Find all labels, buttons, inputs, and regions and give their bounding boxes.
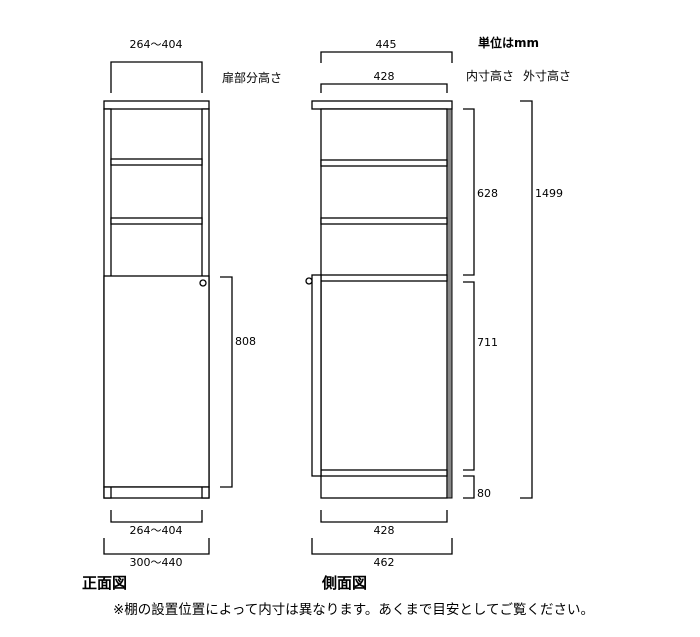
side-bottom-inner-depth: 428 [374, 524, 395, 537]
front-view-title: 正面図 [82, 574, 127, 592]
unit-label: 単位はmm [478, 35, 539, 50]
side-top-depth: 445 [376, 38, 397, 51]
side-body [320, 108, 448, 499]
door-height-label: 扉部分高さ [222, 70, 282, 85]
front-outer-width-bracket [103, 538, 210, 555]
side-bottom-outer-depth-bracket [311, 538, 453, 555]
side-middle-board [320, 274, 448, 282]
outer-height: 1499 [535, 187, 563, 200]
front-outer-width: 300〜440 [130, 556, 183, 569]
side-bottom-board [320, 469, 448, 477]
side-door-edge [311, 274, 322, 477]
door-knob-icon [199, 279, 207, 287]
front-top-board [103, 100, 210, 110]
side-back-panel [446, 108, 453, 499]
outer-height-label: 外寸高さ [523, 68, 571, 83]
side-view: 445 428 内寸高さ 外寸高さ 628 711 80 1499 428 46… [305, 38, 571, 592]
front-door [103, 275, 210, 488]
front-top-width-bracket [110, 61, 203, 93]
side-inner-top-depth-bracket [320, 83, 448, 93]
side-top-board [311, 100, 453, 110]
front-shelf-2 [110, 217, 203, 225]
side-shelf-1 [320, 159, 448, 167]
front-door-height-bracket [220, 276, 233, 488]
side-inner-top-depth: 428 [374, 70, 395, 83]
front-top-width: 264〜404 [130, 38, 183, 51]
lower-inner-height-bracket [463, 281, 475, 471]
base-height: 80 [477, 487, 491, 500]
side-bottom-inner-depth-bracket [320, 510, 448, 523]
outer-height-bracket [520, 100, 533, 499]
front-inner-width-bracket [110, 510, 203, 523]
front-shelf-1 [110, 158, 203, 166]
side-view-title: 側面図 [321, 574, 367, 592]
side-bottom-outer-depth: 462 [374, 556, 395, 569]
side-shelf-2 [320, 217, 448, 225]
inner-height-label: 内寸高さ [466, 68, 514, 83]
side-door-knob-icon [305, 277, 313, 285]
lower-inner-height: 711 [477, 336, 498, 349]
upper-inner-height: 628 [477, 187, 498, 200]
front-view: 264〜404 扉部分高さ 808 264〜404 300〜440 正面図 [82, 38, 282, 592]
front-base [103, 486, 210, 499]
upper-inner-height-bracket [463, 108, 475, 276]
base-height-bracket [463, 475, 475, 499]
front-inner-width: 264〜404 [130, 524, 183, 537]
side-top-depth-bracket [320, 51, 453, 63]
note-text: ※棚の設置位置によって内寸は異なります。あくまで目安としてご覧ください。 [113, 601, 594, 618]
front-door-height: 808 [235, 335, 256, 348]
